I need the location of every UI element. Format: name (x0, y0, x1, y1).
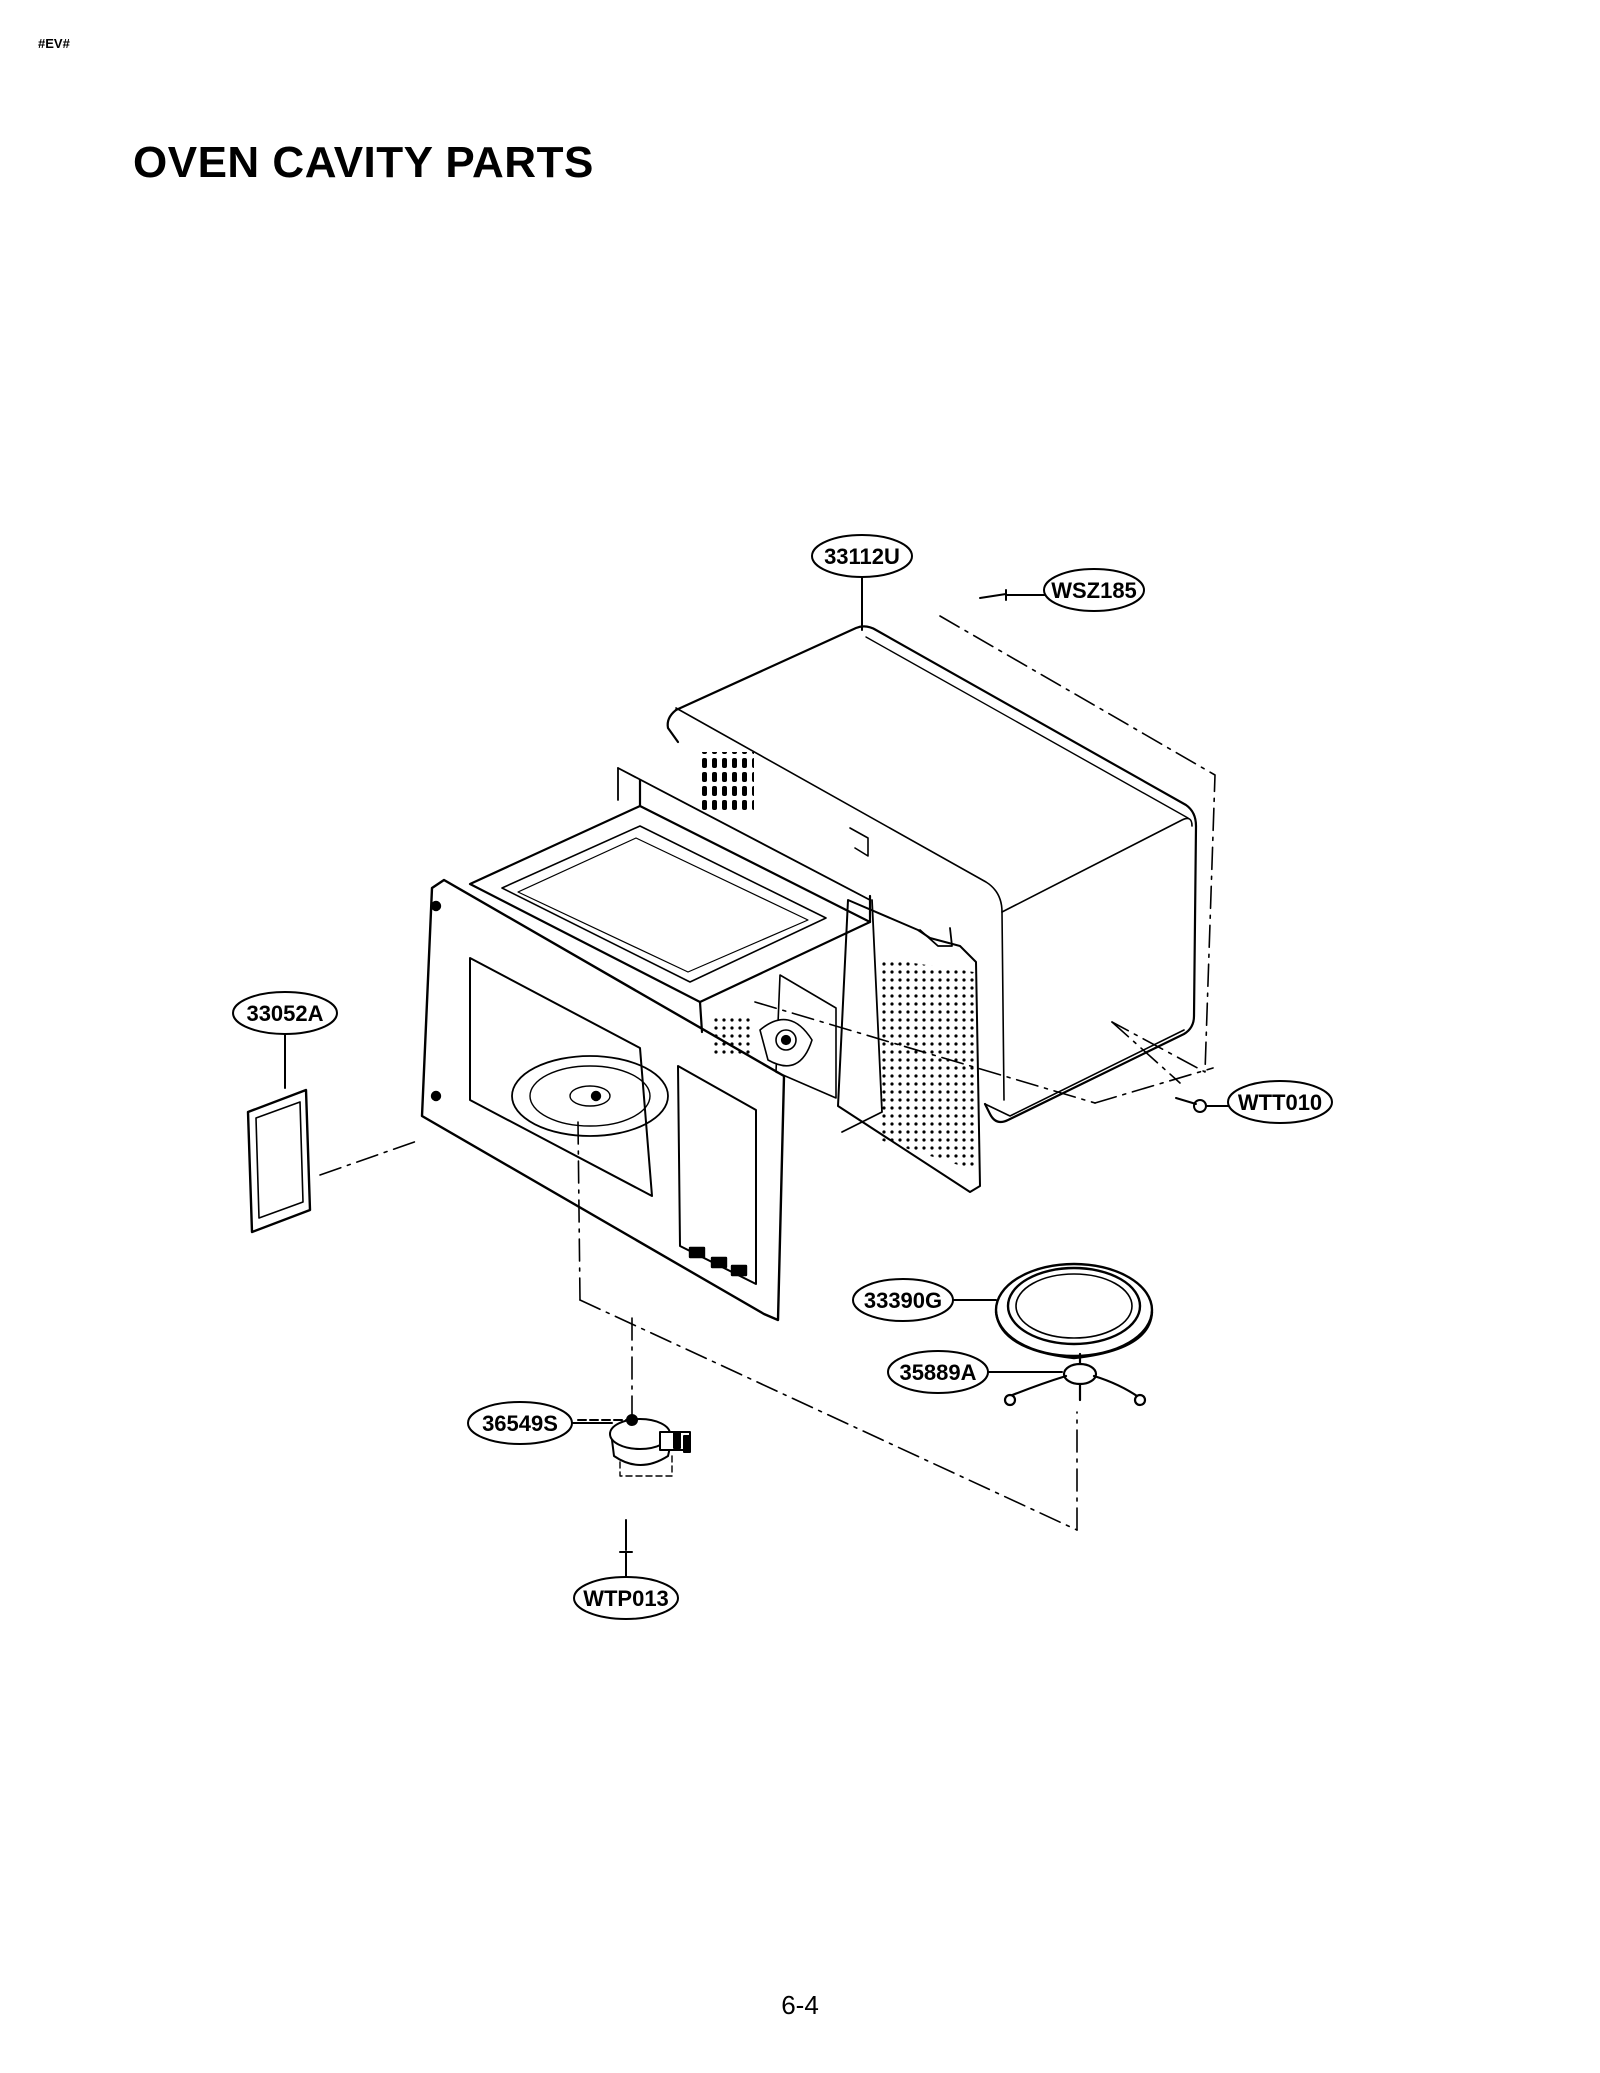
document-code: #EV# (38, 36, 70, 51)
callout-33390G: 33390G (852, 1278, 954, 1322)
label-WSZ185: WSZ185 (1051, 578, 1137, 603)
leader-lines (284, 577, 1063, 1589)
back-panel (837, 899, 981, 1193)
label-33052A: 33052A (246, 1001, 323, 1026)
callout-35889A: 35889A (887, 1350, 989, 1394)
front-frame (420, 878, 786, 1322)
glass-tray (994, 1262, 1154, 1360)
label-WTT010: WTT010 (1238, 1090, 1322, 1115)
page-number: 6-4 (781, 1990, 819, 2020)
page-title: OVEN CAVITY PARTS (133, 138, 594, 187)
label-33390G: 33390G (864, 1288, 942, 1313)
outer-cabinet (666, 625, 1198, 1124)
waveguide-cover (246, 1088, 312, 1234)
callout-33052A: 33052A (232, 991, 338, 1035)
callout-36549S: 36549S (467, 1401, 573, 1445)
roller-ring (1003, 1352, 1147, 1407)
screw-WSZ185 (979, 589, 1051, 601)
turntable-motor (577, 1414, 691, 1477)
callout-33112U: 33112U (811, 534, 913, 578)
label-35889A: 35889A (899, 1360, 976, 1385)
callout-WSZ185: WSZ185 (1043, 568, 1145, 612)
label-36549S: 36549S (482, 1411, 558, 1436)
inner-cavity (468, 767, 883, 1133)
callout-WTP013: WTP013 (573, 1576, 679, 1620)
label-WTP013: WTP013 (583, 1586, 669, 1611)
label-33112U: 33112U (824, 544, 900, 569)
callout-WTT010: WTT010 (1227, 1080, 1333, 1124)
